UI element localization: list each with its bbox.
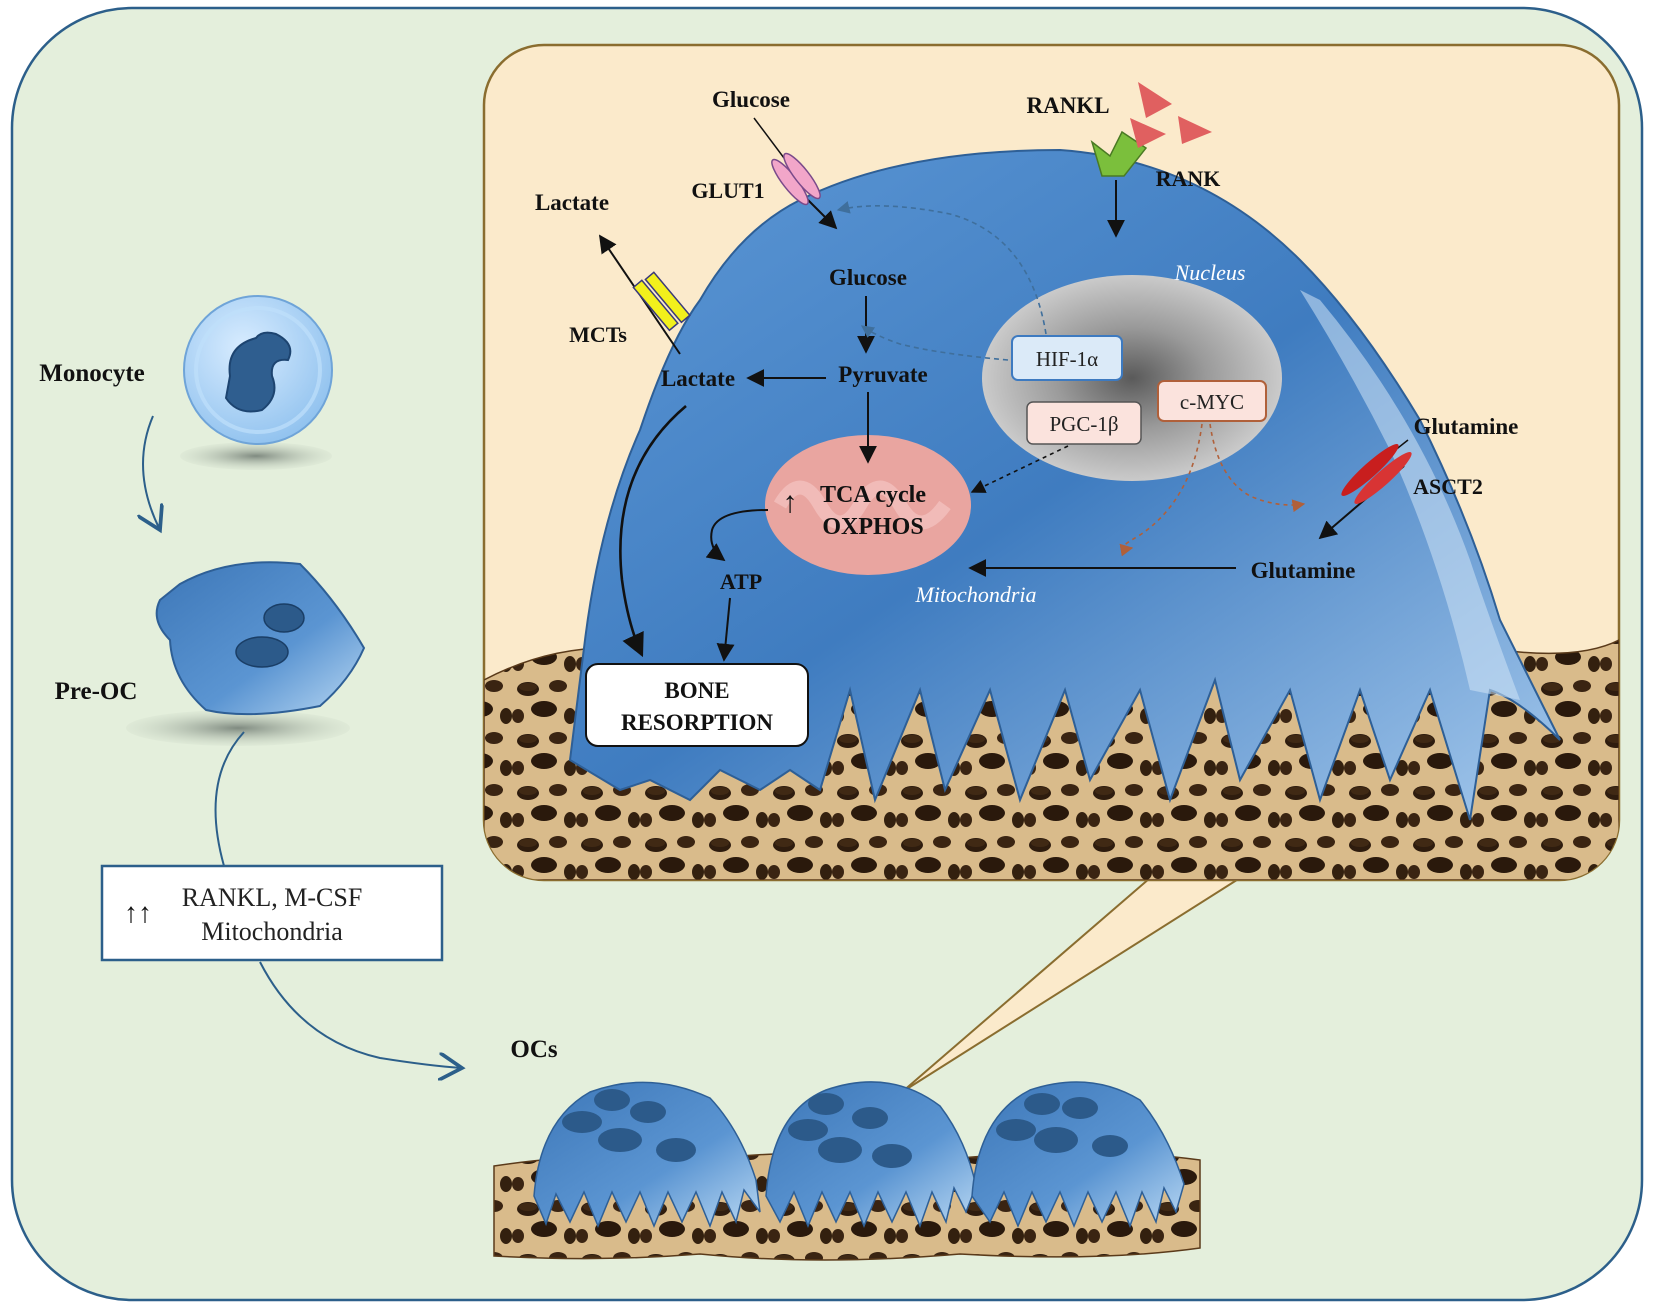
nucleus-label: Nucleus [1174,260,1246,285]
mitochondria-cristae [773,480,951,530]
tca-up-arrow: ↑ [783,486,798,519]
differentiation-line2: Mitochondria [201,917,343,946]
pgc1b-label: PGC-1β [1049,412,1118,436]
glut1-transporter-icon [771,152,821,206]
asct2-label: ASCT2 [1413,474,1483,499]
arrow-preoc-box [214,731,245,867]
rankl-ligand-icon [1130,82,1212,148]
pyruvate-label: Pyruvate [838,362,927,387]
osteoclast-icon [765,1081,977,1229]
glutamine-outside-label: Glutamine [1414,414,1519,439]
arrow-cmyc-mitochondria [1119,423,1203,557]
arrow-atp-resorption [716,597,735,662]
mitochondria-label: Mitochondria [915,582,1037,607]
hif1a-box [1011,335,1123,381]
glucose-outside-label: Glucose [712,87,790,112]
cell-highlight [1300,290,1520,700]
bone-resorption-line1: BONE [664,678,729,703]
arrow-box-ocs [259,961,462,1068]
cmyc-label: c-MYC [1180,390,1244,414]
glucose-inside-label: Glucose [829,265,907,290]
glut1-label: GLUT1 [691,178,764,203]
bone-resorption-box [585,663,809,747]
differentiation-up-arrows: ↑↑ [124,898,152,929]
differentiation-factors-box [100,864,444,962]
rankl-label: RANKL [1026,93,1109,118]
cmyc-box [1157,380,1267,422]
mct-transporter-icon [632,271,691,332]
pre-oc-label: Pre-OC [55,678,138,705]
asct2-transporter-icon [1341,444,1412,504]
monocyte-shadow [180,442,332,470]
arrow-tca-atp [705,509,769,562]
arrow-monocyte-preoc [143,415,160,530]
arrow-hif1a-glycolysis [860,325,1009,361]
oxphos-label: OXPHOS [822,514,923,540]
mcts-label: MCTs [569,322,627,347]
differentiation-line1: RANKL, M-CSF [182,883,363,912]
arrow-glucose-in [807,199,838,230]
glutamine-inside-label: Glutamine [1251,558,1356,583]
ocs-label: OCs [510,1036,558,1063]
lactate-outside-label: Lactate [535,190,609,215]
osteoclast-icon [971,1081,1185,1229]
rank-receptor-icon [1090,130,1148,177]
bone-resorption-line2: RESORPTION [621,710,773,735]
monocyte-label: Monocyte [39,360,145,387]
rank-label: RANK [1156,166,1221,191]
pgc1b-box [1026,401,1142,445]
arrow-pgc1b-tca [970,445,1069,493]
arrow-hif1a-glut1 [836,201,1047,335]
pre-oc-cell-icon [155,561,366,716]
pre-oc-shadow [126,710,350,746]
hif1a-label: HIF-1α [1036,347,1098,371]
tca-cycle-label: TCA cycle [820,482,926,508]
osteoclast-icon [533,1081,761,1229]
atp-label: ATP [720,569,762,594]
arrow-cmyc-asct2 [1209,423,1306,513]
arrow-lactate-resorption [619,405,687,658]
monocyte-cell-icon [183,295,333,445]
lactate-inside-label: Lactate [661,366,735,391]
